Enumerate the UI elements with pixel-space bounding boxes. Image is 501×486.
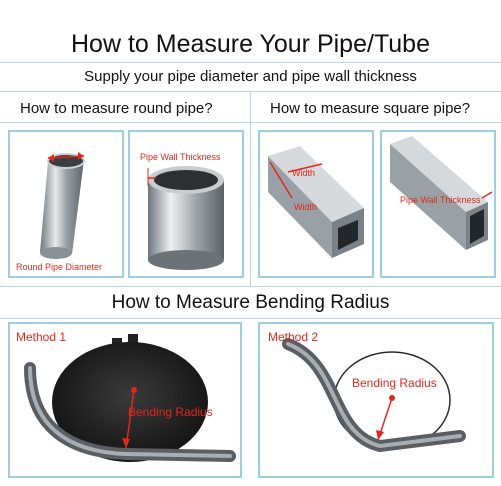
page-subtitle: Supply your pipe diameter and pipe wall … [84, 68, 417, 85]
divider [0, 318, 501, 319]
page-title: How to Measure Your Pipe/Tube [70, 30, 430, 58]
column-divider [250, 91, 251, 286]
divider [0, 122, 501, 123]
method2-radius-label: Bending Radius [352, 376, 437, 390]
round-wall-panel [128, 130, 244, 278]
divider [0, 62, 501, 63]
square-width-panel [258, 130, 374, 278]
method1-panel [8, 322, 242, 478]
method2-panel [258, 322, 494, 478]
method1-bender-image [24, 334, 236, 462]
method2-label: Method 2 [268, 330, 319, 344]
divider [0, 286, 501, 287]
square-width-label-side: Width [294, 202, 318, 212]
round-pipe-question: How to measure round pipe? [20, 100, 213, 117]
round-pipe-diameter-panel [8, 130, 124, 278]
round-diameter-label: Round Pipe Diameter [16, 262, 103, 272]
method1-label: Method 1 [16, 330, 67, 344]
round-pipe-wall-image [147, 166, 224, 270]
bending-heading: How to Measure Bending Radius [111, 292, 390, 313]
method1-radius-label: Bending Radius [128, 405, 213, 419]
square-width-label-top: Width [292, 168, 316, 178]
square-wall-panel [380, 130, 496, 278]
square-pipe-image [268, 146, 364, 258]
square-pipe-wall-image [390, 136, 493, 250]
method2-pipe-image [282, 338, 466, 453]
round-wall-label: Pipe Wall Thickness [140, 152, 221, 162]
square-pipe-question: How to measure square pipe? [270, 100, 471, 117]
round-pipe-image [40, 152, 85, 259]
square-wall-label: Pipe Wall Thickness [400, 195, 481, 205]
